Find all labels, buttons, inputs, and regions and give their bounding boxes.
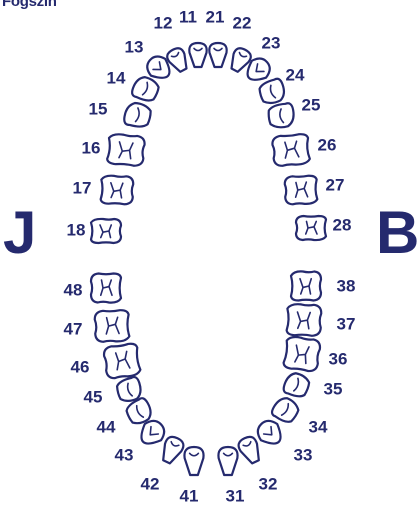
tooth-24-number: 24 <box>286 65 305 84</box>
tooth-13-number: 13 <box>125 37 144 56</box>
tooth-27-number: 27 <box>326 175 345 194</box>
tooth-31-number: 31 <box>226 486 245 505</box>
tooth-43-number: 43 <box>115 445 134 464</box>
tooth-17-number: 17 <box>73 178 92 197</box>
tooth-16[interactable] <box>107 133 145 166</box>
tooth-21-crown <box>209 43 226 67</box>
tooth-48[interactable] <box>91 274 121 303</box>
tooth-25-crown <box>267 102 296 129</box>
tooth-35-number: 35 <box>324 379 343 398</box>
tooth-36-number: 36 <box>329 349 348 368</box>
tooth-47-number: 47 <box>64 319 83 338</box>
tooth-37[interactable] <box>286 304 321 336</box>
tooth-48-number: 48 <box>64 280 83 299</box>
tooth-25[interactable] <box>267 102 296 129</box>
tooth-41[interactable] <box>184 447 203 475</box>
tooth-26[interactable] <box>272 133 310 166</box>
tooth-14-crown <box>130 74 160 103</box>
tooth-47-crown <box>94 310 129 342</box>
tooth-35-crown <box>282 371 311 399</box>
tooth-26-number: 26 <box>318 135 337 154</box>
tooth-28-number: 28 <box>333 215 352 234</box>
tooth-14-number: 14 <box>107 68 126 87</box>
tooth-35[interactable] <box>282 371 311 399</box>
tooth-41-number: 41 <box>180 486 199 505</box>
tooth-31-crown <box>218 447 237 475</box>
tooth-33-number: 33 <box>294 445 313 464</box>
tooth-37-crown <box>286 304 321 336</box>
tooth-27[interactable] <box>285 175 318 204</box>
tooth-16-number: 16 <box>82 138 101 157</box>
tooth-21[interactable] <box>209 43 226 67</box>
tooth-46-crown <box>103 343 141 380</box>
tooth-24-crown <box>257 77 287 106</box>
tooth-18-number: 18 <box>67 220 86 239</box>
tooth-34-number: 34 <box>309 417 328 436</box>
tooth-41-crown <box>184 447 203 475</box>
tooth-32-number: 32 <box>259 474 278 493</box>
tooth-18[interactable] <box>91 219 121 243</box>
tooth-15[interactable] <box>123 101 152 128</box>
tooth-45-number: 45 <box>84 387 103 406</box>
tooth-22-number: 22 <box>233 13 252 32</box>
tooth-42-number: 42 <box>141 474 160 493</box>
tooth-11[interactable] <box>189 43 206 67</box>
tooth-31[interactable] <box>218 447 237 475</box>
tooth-23-number: 23 <box>262 33 281 52</box>
tooth-12-number: 12 <box>154 13 173 32</box>
tooth-38-number: 38 <box>337 276 356 295</box>
tooth-28[interactable] <box>296 216 326 240</box>
tooth-44-number: 44 <box>97 417 116 436</box>
tooth-15-crown <box>123 101 152 128</box>
tooth-25-number: 25 <box>302 95 321 114</box>
tooth-17[interactable] <box>101 175 134 204</box>
tooth-46[interactable] <box>103 343 141 380</box>
tooth-34-crown <box>270 394 301 425</box>
tooth-21-number: 21 <box>206 7 225 26</box>
tooth-34[interactable] <box>270 394 301 425</box>
tooth-15-number: 15 <box>89 99 108 118</box>
tooth-47[interactable] <box>94 310 129 342</box>
tooth-36-crown <box>283 336 321 373</box>
tooth-11-number: 11 <box>179 7 197 26</box>
tooth-37-number: 37 <box>337 314 356 333</box>
tooth-24[interactable] <box>257 77 287 106</box>
tooth-46-number: 46 <box>71 357 90 376</box>
tooth-36[interactable] <box>283 336 321 373</box>
tooth-11-crown <box>189 43 206 67</box>
tooth-14[interactable] <box>130 74 160 103</box>
tooth-38[interactable] <box>291 271 321 300</box>
